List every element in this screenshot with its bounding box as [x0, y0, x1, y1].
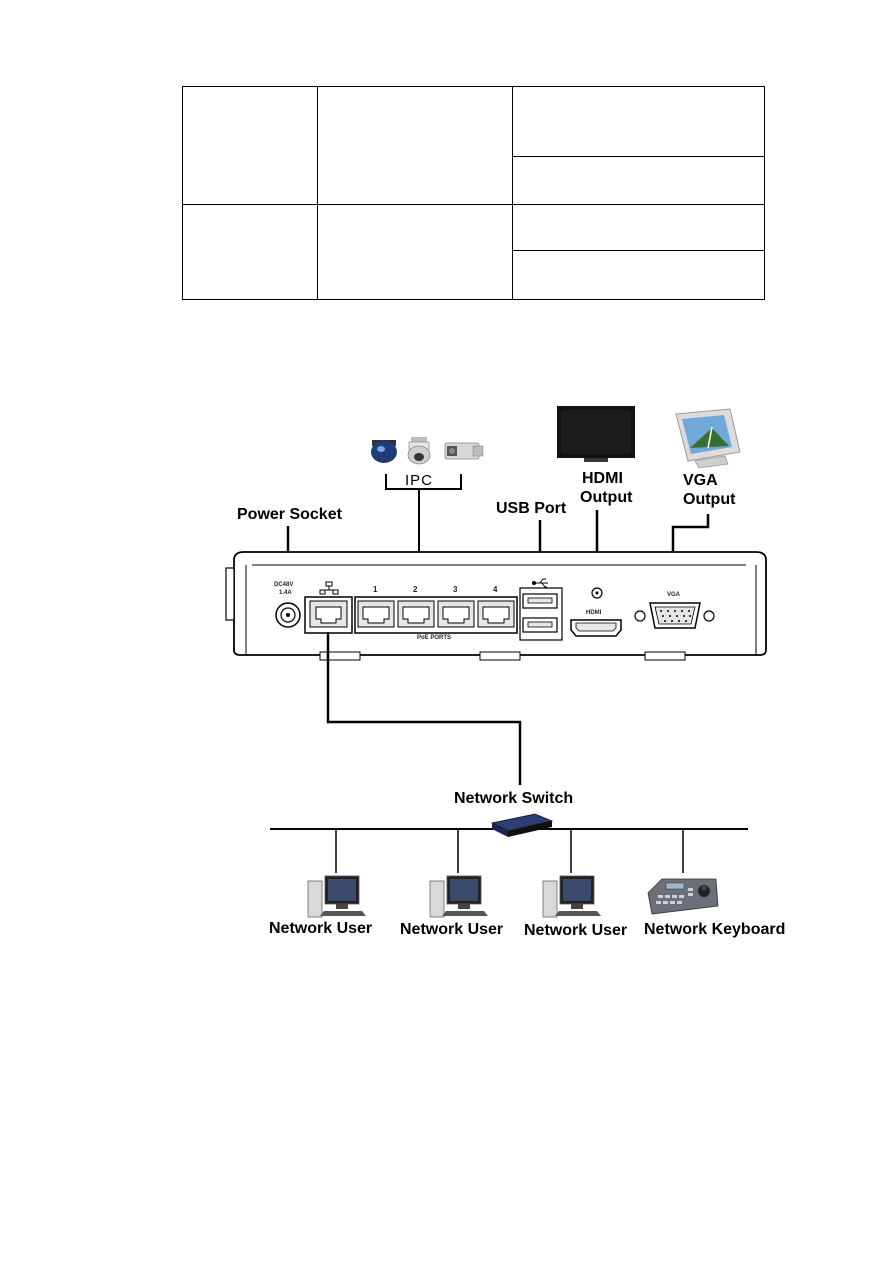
table-cell — [182, 86, 318, 205]
hdmi-port-label: HDMI — [586, 610, 602, 616]
network-user-pc-icon — [307, 875, 366, 918]
poe-port-number: 3 — [453, 585, 458, 594]
drop-lines — [335, 829, 684, 873]
table-cell — [182, 204, 318, 300]
network-switch-icon — [490, 813, 554, 837]
table-row — [183, 250, 765, 300]
poe-ports-label: PoE PORTS — [417, 635, 452, 641]
network-user-label: Network User — [524, 922, 628, 939]
hdmi-output-label-line2: Output — [580, 489, 633, 506]
ipc-label: IPC — [405, 472, 434, 489]
lan-cable-line — [326, 632, 522, 785]
vga-port-label: VGA — [667, 592, 681, 598]
poe-port-number: 4 — [493, 585, 498, 594]
table-cell — [512, 86, 765, 157]
network-user-label: Network User — [400, 921, 504, 938]
table-cell — [512, 250, 765, 300]
vga-monitor-icon — [675, 408, 741, 469]
hdmi-output-label-line1: HDMI — [582, 470, 623, 487]
dc-rating-label: DC48V — [274, 582, 294, 588]
network-user-pc-icon — [542, 875, 601, 918]
hdmi-tv-icon — [557, 406, 635, 462]
network-switch-label: Network Switch — [454, 790, 574, 807]
poe-port-number: 2 — [413, 585, 418, 594]
table-cell — [317, 204, 513, 300]
vga-output-label-line2: Output — [683, 491, 736, 508]
dc-current-label: 1.4A — [279, 590, 292, 596]
usb-port-label: USB Port — [496, 500, 567, 517]
network-user-pc-icon — [429, 875, 488, 918]
power-socket-label: Power Socket — [237, 506, 342, 523]
nvr-back-panel — [225, 551, 767, 661]
table-row — [182, 203, 765, 300]
network-keyboard-icon — [647, 878, 719, 915]
network-keyboard-label: Network Keyboard — [644, 921, 786, 938]
poe-port-number: 1 — [373, 585, 378, 594]
ipc-cameras-icon — [371, 437, 484, 465]
network-user-label: Network User — [269, 920, 373, 937]
vga-output-label-line1: VGA — [683, 472, 718, 489]
spec-table — [182, 86, 765, 300]
table-cell — [512, 203, 765, 252]
